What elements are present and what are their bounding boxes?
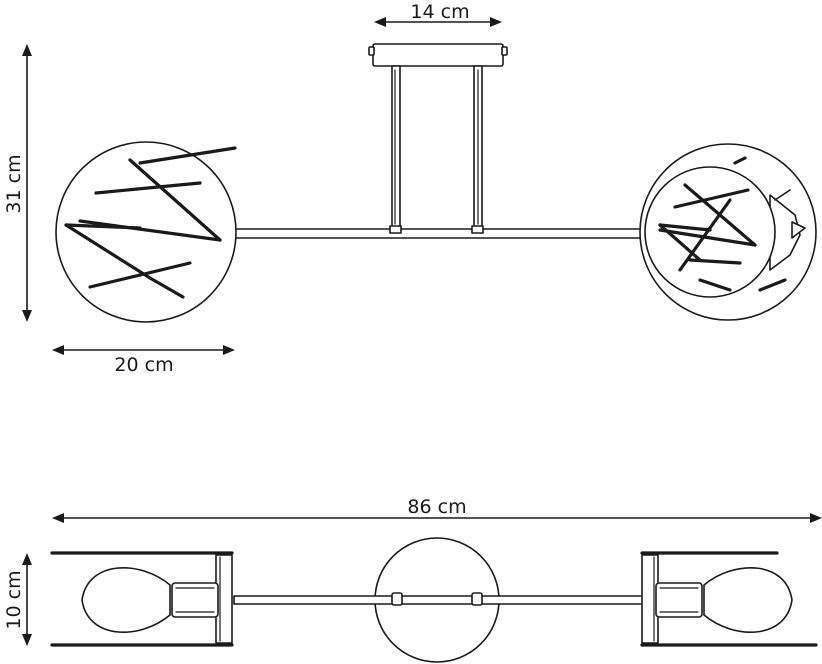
dimension-height: 31 cm bbox=[3, 44, 32, 322]
shade-diameter-label: 20 cm bbox=[114, 354, 173, 376]
canopy-width-label: 14 cm bbox=[410, 1, 469, 23]
height-label: 31 cm bbox=[3, 154, 25, 213]
dimension-canopy-width: 14 cm bbox=[374, 1, 502, 27]
suspension-rods bbox=[391, 65, 483, 229]
left-shade-top bbox=[50, 551, 234, 647]
dimension-depth: 10 cm bbox=[3, 553, 32, 646]
dimension-total-width: 86 cm bbox=[52, 496, 822, 523]
right-bulb bbox=[655, 567, 793, 633]
right-shade-top bbox=[640, 551, 818, 647]
dimension-shade-diameter: 20 cm bbox=[52, 345, 235, 376]
total-width-label: 86 cm bbox=[407, 496, 466, 518]
left-glass-shade bbox=[55, 141, 237, 323]
right-glass-shade bbox=[639, 143, 817, 321]
front-view: 14 cm 31 cm 20 cm bbox=[3, 1, 817, 376]
ceiling-canopy bbox=[368, 43, 508, 67]
left-bulb bbox=[81, 567, 219, 633]
top-view: 86 cm 10 cm bbox=[3, 496, 822, 663]
depth-label: 10 cm bbox=[3, 570, 25, 629]
horizontal-arm bbox=[231, 225, 643, 239]
